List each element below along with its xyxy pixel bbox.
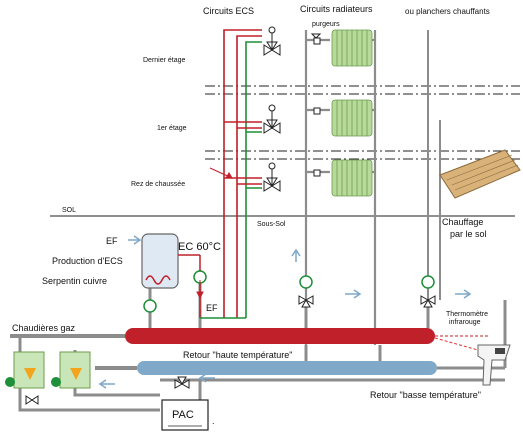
ecs-risers <box>223 29 262 318</box>
retour-bt-label: Retour "basse température" <box>370 390 481 400</box>
production-ecs-label: Production d'ECS <box>52 256 123 266</box>
pac-label: PAC <box>172 409 194 421</box>
floor-heating <box>427 30 521 300</box>
pac-box <box>161 399 209 431</box>
planchers-header: ou planchers chauffants <box>405 7 490 16</box>
ec-label: EC 60°C <box>178 241 221 253</box>
thermometer-icon <box>434 337 511 386</box>
radiator-valves <box>310 33 322 177</box>
serpentin-label: Serpentin cuivre <box>42 276 107 286</box>
radiateurs-header: Circuits radiateurs <box>300 4 373 14</box>
floor-lines <box>50 85 520 217</box>
text-labels: Circuits ECS Circuits radiateurs ou plan… <box>12 4 490 426</box>
boilers <box>5 351 91 389</box>
infrarouge-label: infrarouge <box>449 319 481 326</box>
mixing-valves <box>25 295 436 405</box>
premier-etage-label: 1er étage <box>157 125 187 132</box>
par-le-sol-label: par le sol <box>450 229 487 239</box>
retour-ht-label: Retour "haute température" <box>183 350 292 360</box>
thermometre-label: Thermomètre <box>446 311 488 318</box>
ef-bottom-label: EF <box>206 303 218 313</box>
dernier-etage-label: Dernier étage <box>143 57 186 64</box>
ef-top-label: EF <box>106 236 118 246</box>
ecs-valves <box>263 26 281 192</box>
sous-sol-label: Sous-Sol <box>257 221 286 228</box>
red-arrows <box>196 167 233 300</box>
dot-label: . <box>212 416 215 426</box>
purgeurs-label: purgeurs <box>312 21 340 28</box>
ecs-header: Circuits ECS <box>203 6 254 16</box>
chauffage-label: Chauffage <box>442 217 483 227</box>
hot-header <box>10 328 490 344</box>
flow-arrows <box>98 235 472 389</box>
radiators <box>331 29 373 197</box>
pumps <box>143 270 435 313</box>
sol-label: SOL <box>62 207 76 214</box>
rez-de-chaussee-label: Rez de chaussée <box>131 181 185 188</box>
chaudieres-label: Chaudières gaz <box>12 323 76 333</box>
